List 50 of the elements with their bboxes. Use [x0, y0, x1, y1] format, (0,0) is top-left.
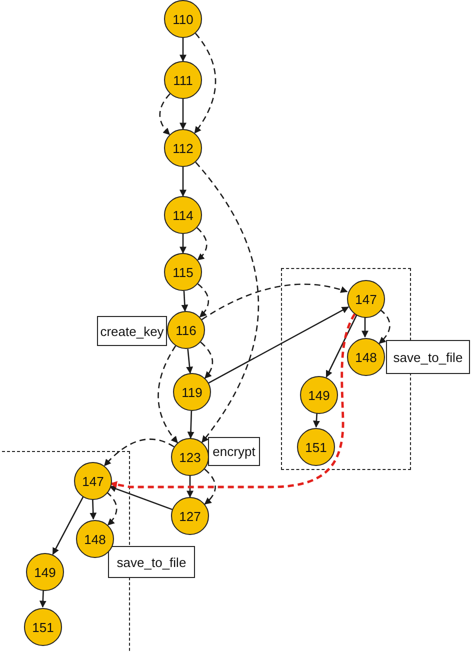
node-circle: 147 [74, 462, 112, 500]
arrow [186, 476, 194, 498]
arrow [362, 317, 368, 338]
arrow [195, 162, 259, 443]
function-label: encrypt [208, 437, 260, 466]
arrow [202, 284, 348, 320]
arrow [110, 313, 356, 488]
node-circle: 114 [164, 196, 202, 234]
arrow [181, 290, 188, 312]
node-circle: 123 [171, 438, 209, 476]
node-circle: 115 [164, 253, 202, 291]
node-circle: 151 [24, 608, 62, 646]
arrow [378, 309, 390, 344]
arrow [159, 93, 170, 136]
node-circle: 148 [76, 520, 114, 558]
node-circle: 111 [164, 61, 202, 99]
arrow [104, 438, 174, 466]
node-circle: 148 [347, 338, 385, 376]
arrow [39, 590, 46, 608]
node-circle: 147 [347, 280, 385, 318]
node-circle: 110 [164, 0, 202, 38]
arrow [180, 167, 186, 197]
arrow [52, 496, 84, 555]
arrow [186, 348, 194, 374]
node-circle: 112 [164, 129, 202, 167]
arrow [187, 410, 194, 439]
arrow [197, 283, 210, 318]
arrow [109, 485, 172, 510]
function-label: save_to_file [108, 546, 195, 578]
arrow [208, 306, 349, 384]
function-label: save_to_file [386, 340, 470, 374]
node-circle: 149 [300, 376, 338, 414]
arrow [180, 234, 186, 254]
arrow [204, 468, 216, 505]
node-circle: 116 [167, 311, 205, 349]
arrow [90, 498, 97, 520]
arrow [196, 227, 208, 260]
arrow [200, 342, 214, 379]
arrow [106, 492, 118, 526]
function-label: create_key [97, 316, 167, 346]
arrow [180, 99, 186, 130]
node-circle: 151 [297, 428, 335, 466]
arrow [326, 314, 358, 378]
arrow [194, 32, 216, 134]
node-circle: 149 [26, 553, 64, 591]
arrow [180, 38, 186, 62]
arrow [312, 412, 320, 428]
node-circle: 119 [173, 373, 211, 411]
node-circle: 127 [171, 497, 209, 535]
arrow [158, 346, 178, 444]
